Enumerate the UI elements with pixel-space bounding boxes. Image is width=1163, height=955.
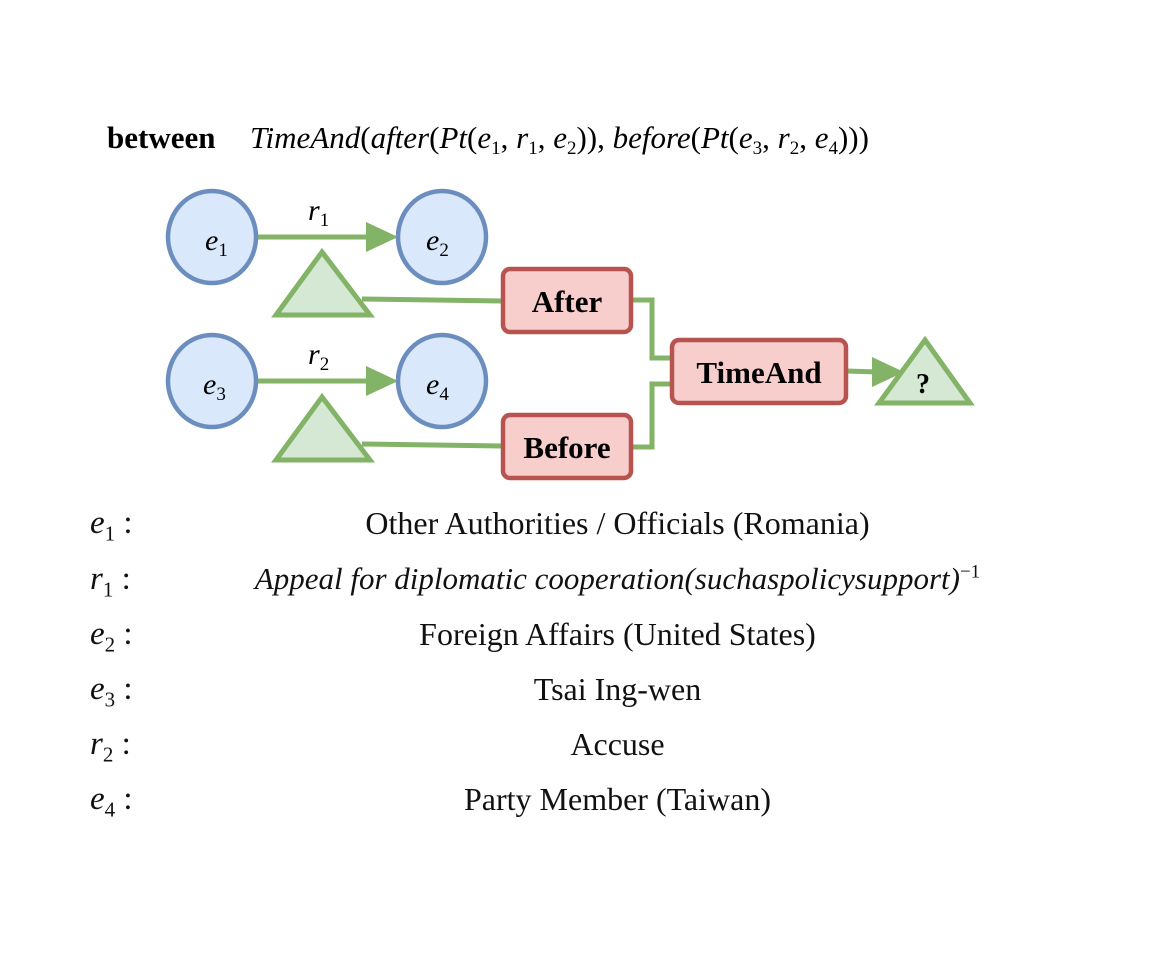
answer-triangle (874, 335, 975, 406)
legend-symbol: r1 : (90, 561, 131, 602)
op-timeand-box (669, 337, 849, 406)
node-e2-label: e2 (426, 224, 449, 261)
node-e1 (165, 188, 259, 286)
legend-value: Party Member (Taiwan) (464, 781, 771, 817)
operator-before: Before (500, 412, 634, 481)
edge-r2-arrowhead (366, 366, 398, 396)
legend-symbol: e4 : (90, 781, 133, 822)
timeand-arrowhead (872, 357, 904, 387)
legend-row-r1: r1 : Appeal for diplomatic cooperation(s… (0, 561, 1163, 611)
connectors (258, 234, 879, 450)
anchor-triangle-2 (271, 392, 376, 463)
legend-value: Tsai Ing-wen (533, 671, 702, 707)
op-before-label: Before (523, 430, 610, 465)
after-to-timeand-line (631, 297, 672, 361)
formula-text: TimeAnd(after(Pt(e1, r1, e2)), before(Pt… (250, 120, 869, 159)
op-before-box (500, 412, 634, 481)
query-graph-diagram: between TimeAnd(after(Pt(e1, r1, e2)), b… (107, 120, 975, 481)
query-formula: between TimeAnd(after(Pt(e1, r1, e2)), b… (107, 120, 869, 159)
legend-row-e2: e2 : Foreign Affairs (United States) (0, 616, 1163, 666)
anchor1-to-after-line (361, 296, 504, 304)
legend-row-e4: e4 : Party Member (Taiwan) (0, 781, 1163, 831)
edge-r1-label: r1 (308, 194, 329, 231)
edge-r2-label: r2 (308, 338, 329, 375)
answer-label: ? (916, 369, 930, 400)
operator-after: After (500, 266, 634, 335)
edge-r1-arrowhead (366, 222, 398, 252)
legend-value: Other Authorities / Officials (Romania) (365, 505, 870, 541)
legend-row-r2: r2 : Accuse (0, 726, 1163, 776)
legend-row-e1: e1 : Other Authorities / Officials (Roma… (0, 505, 1163, 555)
legend-symbol: r2 : (90, 726, 131, 767)
node-e1-label: e1 (205, 224, 228, 261)
legend-symbol: e3 : (90, 671, 133, 712)
op-after-box (500, 266, 634, 335)
node-e4 (395, 332, 489, 430)
node-e2 (395, 188, 489, 286)
anchor2-to-before-line (361, 441, 504, 449)
legend-symbol: e2 : (90, 616, 133, 657)
between-keyword: between (107, 120, 215, 155)
operator-timeand: TimeAnd (669, 337, 849, 406)
arrowheads (366, 222, 904, 396)
node-e4-label: e4 (426, 368, 449, 405)
anchor-triangle-1 (271, 247, 376, 318)
legend-symbol: e1 : (90, 505, 133, 546)
node-e3 (165, 332, 259, 430)
before-to-timeand-line (631, 381, 672, 450)
node-e3-label: e3 (203, 368, 226, 405)
op-timeand-label: TimeAnd (696, 355, 821, 390)
legend-row-e3: e3 : Tsai Ing-wen (0, 671, 1163, 721)
entity-nodes: e1 e2 e3 e4 (165, 188, 489, 430)
legend-value: Appeal for diplomatic cooperation(suchas… (254, 561, 981, 596)
op-after-label: After (532, 284, 603, 319)
legend-value: Accuse (570, 726, 665, 762)
legend-value: Foreign Affairs (United States) (419, 616, 816, 652)
